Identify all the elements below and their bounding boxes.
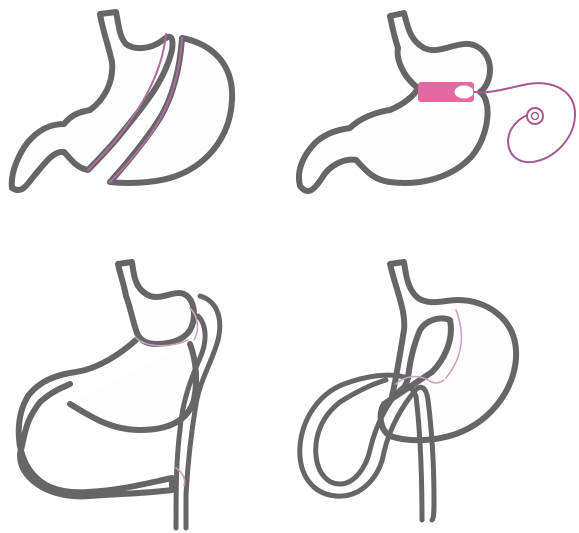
bypassed-stomach — [19, 340, 196, 496]
intestinal-loop — [300, 375, 434, 520]
band-clasp — [455, 86, 473, 98]
roux-en-y-gastric-bypass-figure — [19, 262, 220, 528]
banded-stomach — [299, 13, 490, 191]
adjustable-gastric-band-figure — [299, 13, 575, 191]
sleeve-gastrectomy-figure — [12, 12, 232, 190]
duodenal-switch-figure — [300, 262, 516, 520]
gastric-pouch — [118, 262, 194, 344]
access-port-outer — [527, 108, 543, 124]
